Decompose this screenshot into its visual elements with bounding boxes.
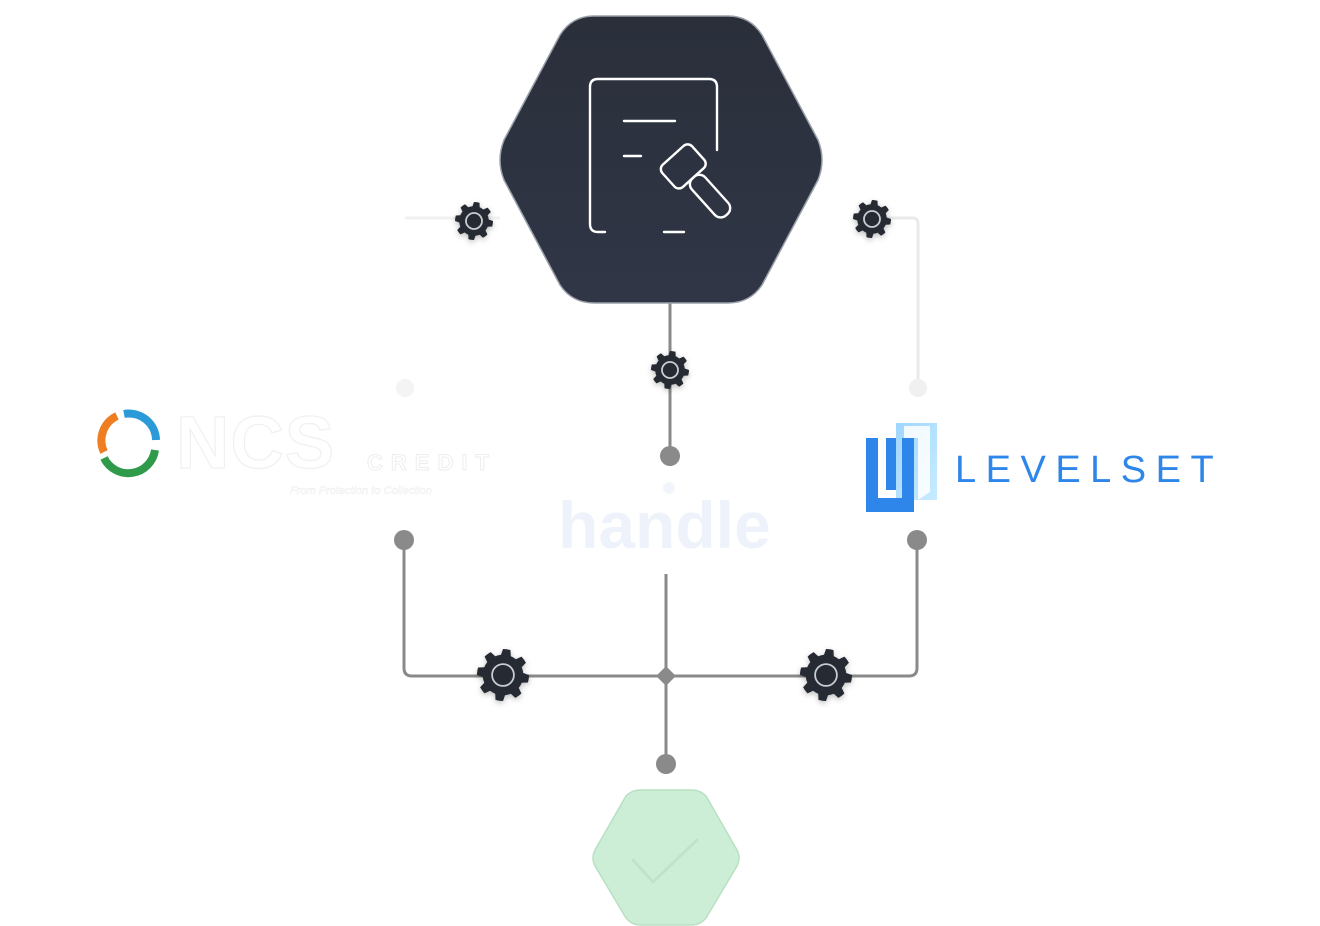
ncs-credit-logo: NCS CREDIT From Protection to Collection xyxy=(97,400,497,497)
hub-hexagon xyxy=(499,15,823,304)
gears xyxy=(455,200,891,701)
levelset-mark-icon xyxy=(866,423,937,512)
ncs-name: NCS xyxy=(176,401,335,484)
right-lower-line xyxy=(666,540,919,678)
contract-gavel-icon xyxy=(588,77,732,234)
result-hexagon xyxy=(592,789,740,926)
junction-diamond xyxy=(656,666,676,686)
gear-icon xyxy=(853,200,891,238)
upper-left-dot xyxy=(396,379,414,397)
gear-icon xyxy=(651,351,689,389)
ncs-tagline: From Protection to Collection xyxy=(290,485,432,497)
gear-icon xyxy=(800,649,852,701)
center-upper-dot xyxy=(660,446,680,466)
gear-icon xyxy=(455,202,493,240)
lower-connectors xyxy=(394,530,927,774)
upper-right-dot xyxy=(909,379,927,397)
handle-name: handle xyxy=(558,488,771,562)
handle-dot xyxy=(663,482,675,494)
left-lower-line xyxy=(402,540,666,678)
levelset-name: LEVELSET xyxy=(955,449,1223,491)
bottom-dot xyxy=(656,754,676,774)
levelset-logo: LEVELSET xyxy=(866,423,1223,512)
checkmark-icon xyxy=(631,838,699,884)
ncs-ring-icon xyxy=(97,409,160,478)
handle-logo: handle xyxy=(558,482,771,562)
gear-icon xyxy=(477,649,529,701)
ncs-sub: CREDIT xyxy=(367,450,497,475)
upper-right-line xyxy=(860,216,920,382)
